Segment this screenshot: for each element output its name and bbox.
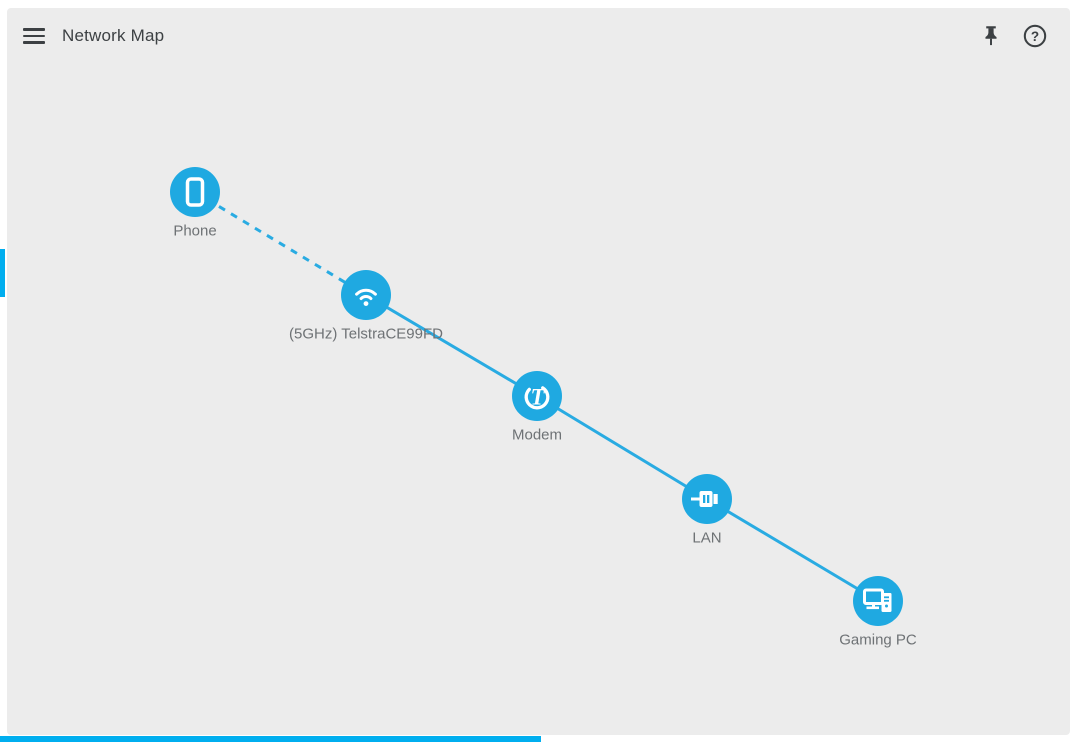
- app-header: Network Map ?: [7, 8, 1070, 64]
- node-modem[interactable]: Modem: [512, 371, 562, 444]
- link-modem-lan: [536, 394, 708, 501]
- node-label-lan: LAN: [692, 530, 721, 547]
- node-label-gaming-pc: Gaming PC: [839, 632, 917, 649]
- link-lan-gaming-pc: [706, 497, 879, 603]
- node-label-wifi-5ghz: (5GHz) TelstraCE99FD: [289, 326, 443, 343]
- node-lan[interactable]: LAN: [682, 474, 732, 547]
- link-phone-wifi-5ghz: [194, 190, 367, 297]
- node-phone[interactable]: Phone: [170, 167, 220, 240]
- map-links: [194, 190, 879, 603]
- hamburger-menu-icon[interactable]: [23, 28, 45, 44]
- node-circle-wifi-5ghz[interactable]: [341, 270, 391, 320]
- node-gaming-pc[interactable]: Gaming PC: [839, 576, 917, 649]
- pin-icon[interactable]: [978, 23, 1004, 49]
- node-circle-phone[interactable]: [170, 167, 220, 217]
- link-wifi-5ghz-modem: [365, 293, 538, 398]
- page-title: Network Map: [62, 26, 165, 45]
- node-wifi-5ghz[interactable]: (5GHz) TelstraCE99FD: [289, 270, 443, 343]
- node-label-modem: Modem: [512, 427, 562, 444]
- svg-text:?: ?: [1031, 29, 1039, 44]
- vertical-scrollbar-thumb[interactable]: [0, 249, 5, 297]
- horizontal-scrollbar-thumb[interactable]: [0, 736, 541, 742]
- help-icon[interactable]: ?: [1022, 23, 1048, 49]
- node-circle-gaming-pc[interactable]: [853, 576, 903, 626]
- node-label-phone: Phone: [173, 223, 216, 240]
